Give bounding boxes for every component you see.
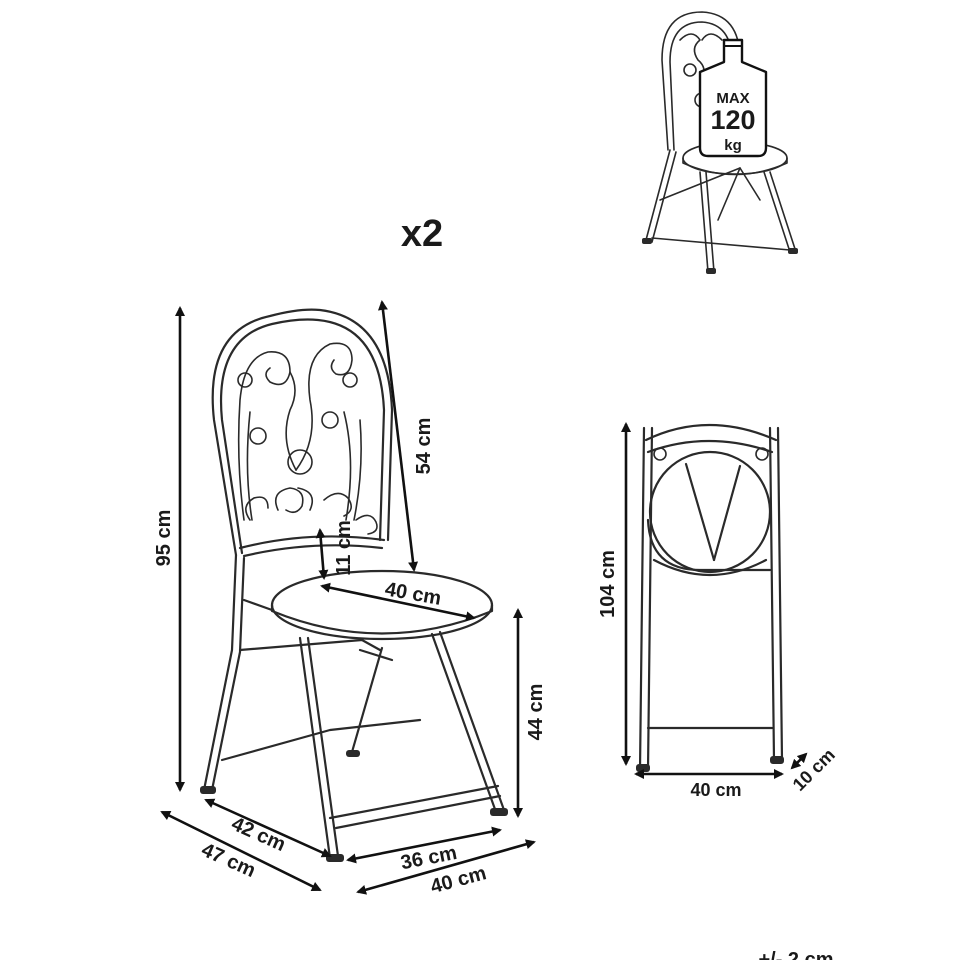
main-chair-illustration — [200, 308, 508, 862]
folded-width-label: 40 cm — [690, 780, 741, 800]
folded-depth-label: 10 cm — [789, 745, 839, 795]
dimension-labels: 95 cm 54 cm 11 cm 40 cm 44 cm 42 cm 47 c… — [153, 418, 839, 899]
seat-diameter-label: 40 cm — [383, 578, 443, 610]
backrest-gap-label: 11 cm — [333, 520, 355, 576]
seat-height-label: 44 cm — [525, 684, 547, 741]
max-load-unit: kg — [724, 137, 742, 154]
base-width-inner-label: 36 cm — [399, 842, 459, 874]
quantity-label: x2 — [401, 213, 443, 255]
back-height-label: 54 cm — [413, 418, 435, 475]
tolerance-note: +/- 2 cm — [758, 949, 833, 960]
max-load-label: MAX — [716, 90, 749, 107]
total-height-label: 95 cm — [153, 510, 175, 567]
max-load-value: 120 — [710, 105, 755, 135]
folded-height-label: 104 cm — [597, 550, 619, 618]
folded-chair-illustration — [636, 423, 784, 772]
max-load-badge: MAX 120 kg — [698, 38, 768, 158]
dimension-arrows — [160, 300, 808, 895]
weight-limit-chair-illustration: MAX 120 kg — [642, 11, 798, 274]
